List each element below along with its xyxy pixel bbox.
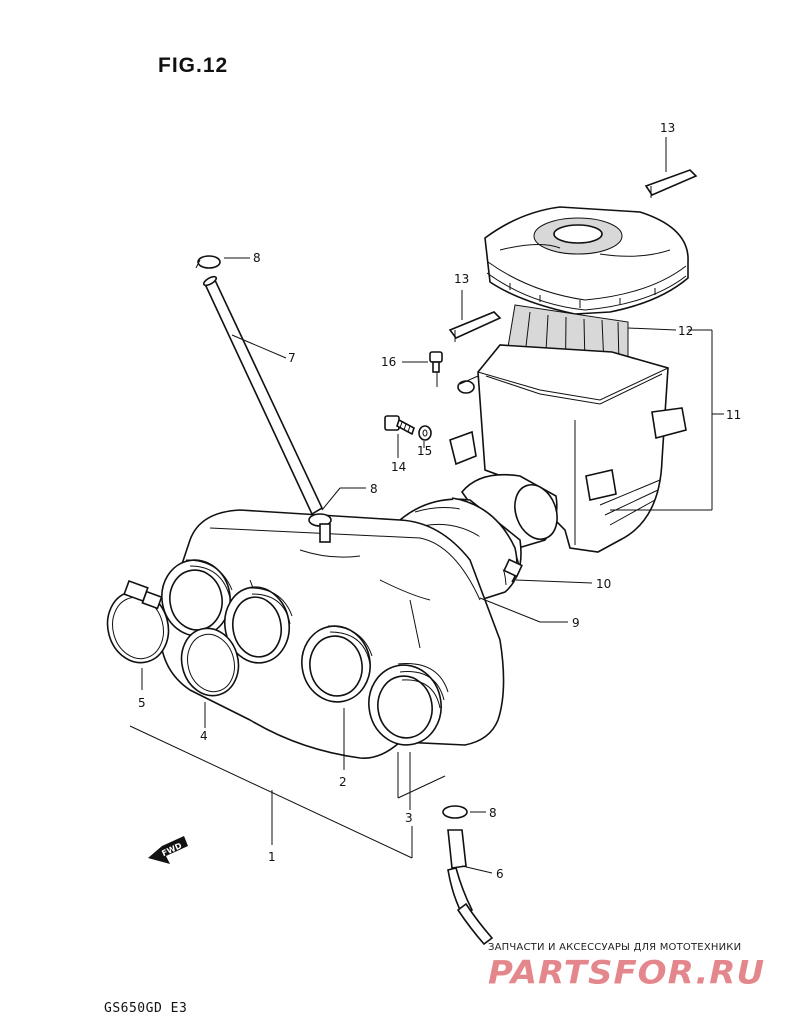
hose-7 xyxy=(202,275,324,516)
band-4 xyxy=(180,627,240,697)
screw-16 xyxy=(429,351,443,373)
callout-8-mid: 8 xyxy=(370,482,378,496)
watermark-logo: PARTSFOR.RU xyxy=(488,954,766,992)
callout-6: 6 xyxy=(496,867,504,881)
callout-2: 2 xyxy=(339,775,347,789)
callout-13-upper: 13 xyxy=(660,121,675,135)
callout-1: 1 xyxy=(268,850,276,864)
leader-lines xyxy=(129,137,724,975)
callout-14: 14 xyxy=(391,460,406,474)
callout-16: 16 xyxy=(381,355,396,369)
clamp-10 xyxy=(451,497,523,583)
fwd-arrow-icon xyxy=(148,836,188,864)
callout-10: 10 xyxy=(596,577,611,591)
callout-5: 5 xyxy=(138,696,146,710)
fwd-label: FWD xyxy=(160,841,183,858)
clip-13-upper xyxy=(644,169,698,198)
figure-title: FIG.12 xyxy=(158,54,229,77)
intake-boot-c xyxy=(301,625,373,703)
callout-15: 15 xyxy=(417,444,432,458)
washer-15 xyxy=(418,425,432,441)
callout-8-bottom: 8 xyxy=(489,806,497,820)
callout-3: 3 xyxy=(405,811,413,825)
case-outlet-tube xyxy=(460,473,558,553)
clip-13-lower xyxy=(448,311,502,342)
bolt-14 xyxy=(384,415,415,436)
callout-11: 11 xyxy=(726,408,741,422)
callout-13-lower: 13 xyxy=(454,272,469,286)
callout-9: 9 xyxy=(572,616,580,630)
clamp-8-mid xyxy=(308,513,332,543)
clamp-5 xyxy=(106,579,170,664)
watermark-tagline: ЗАПЧАСТИ И АКСЕССУАРЫ ДЛЯ МОТОТЕХНИКИ xyxy=(488,942,742,953)
drain-hose-6 xyxy=(447,829,494,946)
callout-7: 7 xyxy=(288,351,296,365)
callout-4: 4 xyxy=(200,729,208,743)
callout-12: 12 xyxy=(678,324,693,338)
intake-boot-b xyxy=(224,586,293,664)
callout-8-top: 8 xyxy=(253,251,261,265)
model-code: GS650GD E3 xyxy=(104,1001,188,1016)
clamp-8-bottom xyxy=(442,805,468,819)
clamp-8-top xyxy=(195,255,221,269)
intake-boot-d xyxy=(368,663,449,746)
air-cleaner-cap xyxy=(484,206,689,315)
